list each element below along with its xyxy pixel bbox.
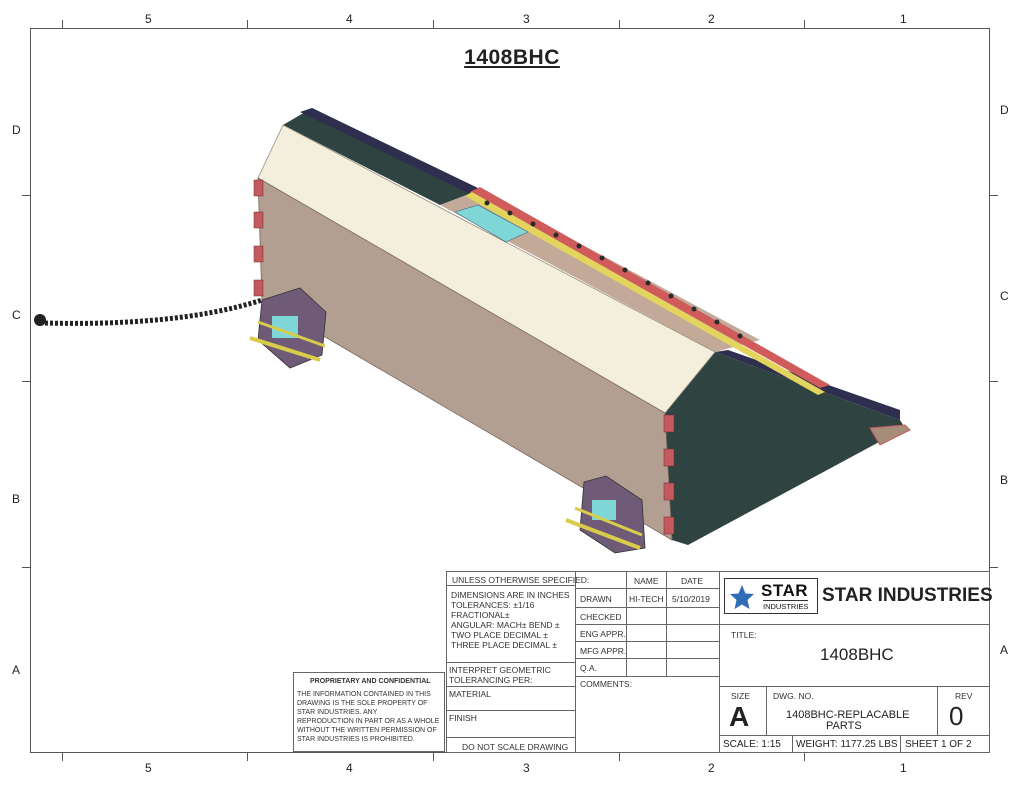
interpret-label: TOLERANCING PER: (449, 675, 533, 685)
tolerance-line: DIMENSIONS ARE IN INCHES (451, 590, 570, 600)
zone-col-label: 5 (145, 761, 152, 775)
side-rail-yellow (465, 192, 825, 395)
foot-plate (869, 424, 911, 446)
zone-tick (990, 381, 998, 382)
zone-tick (804, 753, 805, 761)
title-label: TITLE: (731, 630, 757, 640)
zone-row-label: D (12, 123, 21, 137)
zone-tick (62, 753, 63, 761)
size-value: A (729, 701, 750, 732)
tolerance-line: FRACTIONAL± (451, 610, 510, 620)
rev-value: 0 (949, 701, 964, 731)
tolerance-line: THREE PLACE DECIMAL ± (451, 640, 557, 650)
zone-tick (619, 20, 620, 28)
dwg-no-value-2: PARTS (826, 720, 862, 732)
finish-label: FINISH (449, 713, 477, 723)
zone-row-label: B (12, 492, 21, 506)
comments-label: COMMENTS: (580, 679, 632, 689)
proprietary-text: REPRODUCTION IN PART OR AS A WHOLE (297, 718, 440, 725)
chain-hook (34, 314, 46, 326)
unless-specified: UNLESS OTHERWISE SPECIFIED: (452, 575, 590, 585)
back-edge-trim (300, 108, 478, 193)
zone-tick (433, 753, 434, 761)
zone-row-label: B (1000, 473, 1009, 487)
weight-value: WEIGHT: 1177.25 LBS (796, 739, 898, 750)
zone-row-label: C (12, 308, 21, 322)
zone-tick (433, 20, 434, 28)
proprietary-text: WITHOUT THE WRITTEN PERMISSION OF (297, 727, 437, 734)
zone-tick (619, 753, 620, 761)
zone-row-label: C (1000, 289, 1009, 303)
drawn-name: HI-TECH (629, 594, 664, 604)
company-logo: STAR INDUSTRIES (724, 578, 818, 614)
right-tabs (663, 414, 675, 535)
name-header: NAME (634, 576, 659, 586)
tolerance-line: TWO PLACE DECIMAL ± (451, 630, 548, 640)
rev-label: REV (955, 691, 973, 701)
zone-tick (22, 195, 30, 196)
zone-row-label: D (1000, 103, 1009, 117)
zone-tick (22, 567, 30, 568)
zone-col-label: 4 (346, 12, 353, 26)
star-icon (730, 585, 754, 609)
do-not-scale: DO NOT SCALE DRAWING (462, 742, 569, 752)
zone-tick (22, 381, 30, 382)
checked-label: CHECKED (580, 612, 622, 622)
rail-bolts (484, 200, 743, 339)
zone-tick (990, 567, 998, 568)
zone-col-label: 1 (900, 761, 907, 775)
sheet-value: SHEET 1 OF 2 (905, 739, 972, 750)
back-slope-panel (283, 108, 480, 205)
chain (44, 297, 263, 326)
left-tabs (253, 179, 264, 297)
zone-col-label: 2 (708, 761, 715, 775)
proprietary-text: STAR INDUSTRIES IS PROHIBITED. (297, 736, 415, 743)
logo-text: STAR (761, 581, 809, 600)
zone-tick (62, 20, 63, 28)
proprietary-text: DRAWING IS THE SOLE PROPERTY OF (297, 700, 428, 707)
proprietary-text: THE INFORMATION CONTAINED IN THIS (297, 691, 431, 698)
proprietary-box (293, 672, 445, 752)
zone-col-label: 2 (708, 12, 715, 26)
zone-tick (990, 195, 998, 196)
proprietary-text: STAR INDUSTRIES. ANY (297, 709, 378, 716)
size-label: SIZE (731, 691, 750, 701)
zone-col-label: 4 (346, 761, 353, 775)
date-header: DATE (681, 576, 704, 586)
cyan-insert (454, 204, 529, 243)
zone-tick (247, 20, 248, 28)
tolerance-line: TOLERANCES: ±1/16 (451, 600, 535, 610)
title-value: 1408BHC (820, 645, 894, 664)
right-hitch-bracket (565, 475, 646, 554)
zone-col-label: 3 (523, 761, 530, 775)
scale-value: SCALE: 1:15 (723, 739, 781, 750)
company-name: STAR INDUSTRIES (822, 585, 993, 606)
zone-tick (247, 753, 248, 761)
material-label: MATERIAL (449, 689, 491, 699)
left-hitch-bracket (249, 287, 327, 369)
zone-col-label: 5 (145, 12, 152, 26)
dwg-no-value: 1408BHC-REPLACABLE (786, 709, 910, 721)
eng-appr-label: ENG APPR. (580, 629, 626, 639)
end-panel (665, 352, 905, 545)
zone-row-label: A (12, 663, 21, 677)
zone-tick (804, 20, 805, 28)
zone-col-label: 3 (523, 12, 530, 26)
proprietary-heading: PROPRIETARY AND CONFIDENTIAL (310, 678, 431, 685)
qa-label: Q.A. (580, 663, 598, 673)
logo-subtext: INDUSTRIES (763, 600, 809, 611)
drawn-date: 5/10/2019 (672, 594, 710, 604)
interpret-label: INTERPRET GEOMETRIC (449, 665, 551, 675)
zone-col-label: 1 (900, 12, 907, 26)
drawing-title: 1408BHC (464, 46, 560, 69)
tolerance-line: ANGULAR: MACH± BEND ± (451, 620, 560, 630)
zone-row-label: A (1000, 643, 1009, 657)
dwg-no-label: DWG. NO. (773, 691, 814, 701)
mfg-appr-label: MFG APPR. (580, 646, 627, 656)
drawn-label: DRAWN (580, 594, 612, 604)
